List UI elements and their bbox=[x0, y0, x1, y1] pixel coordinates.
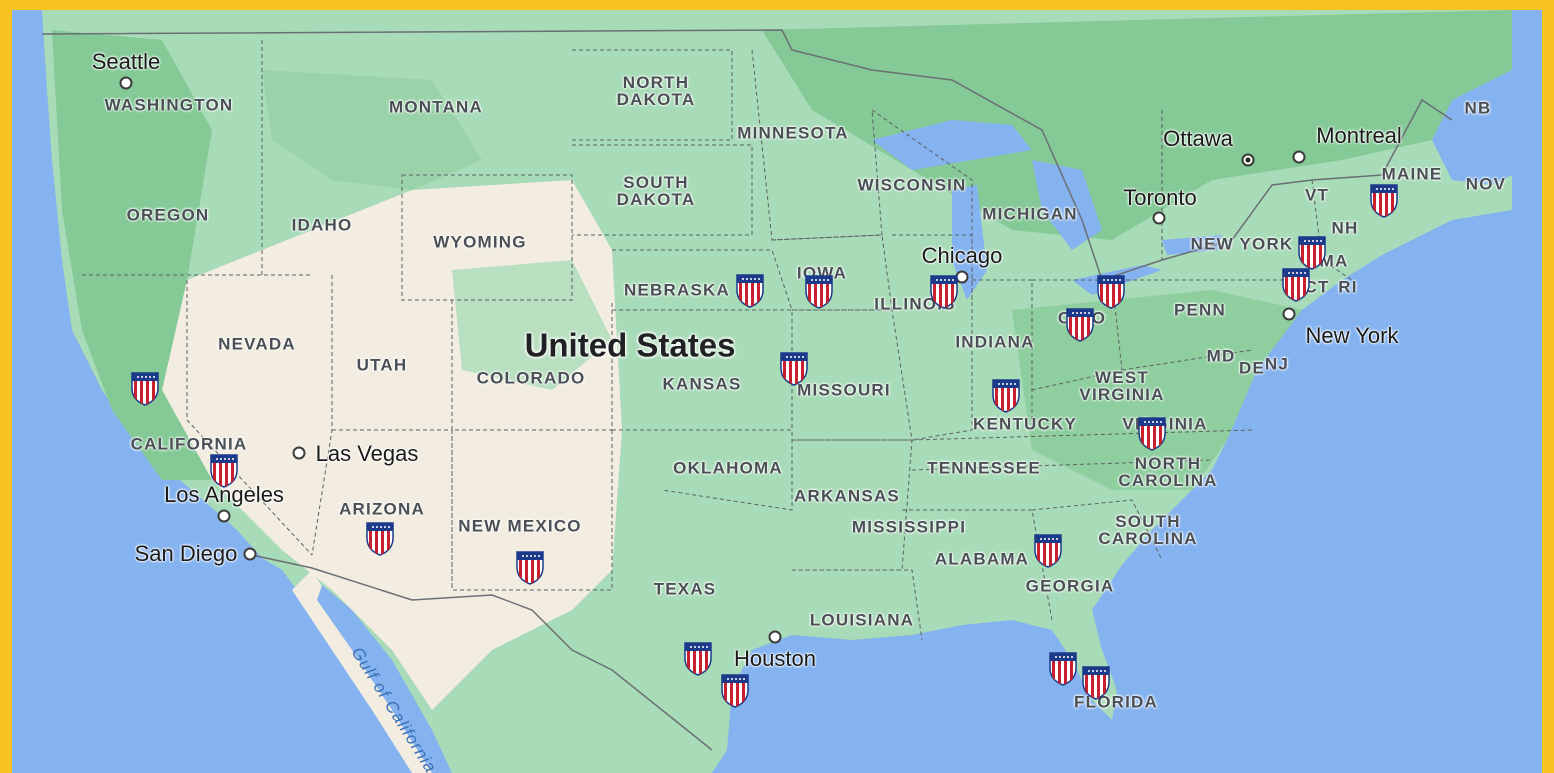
us-shield-icon[interactable] bbox=[1369, 182, 1399, 218]
us-shield-icon[interactable] bbox=[720, 672, 750, 708]
state-label-tennessee: TENNESSEE bbox=[927, 458, 1041, 478]
state-label-new-york: NEW YORK bbox=[1190, 234, 1294, 254]
state-label-north-carolina: NORTH CAROLINA bbox=[1118, 454, 1218, 490]
state-label-nebraska: NEBRASKA bbox=[624, 280, 730, 300]
us-shield-icon[interactable] bbox=[1033, 532, 1063, 568]
state-label-montana: MONTANA bbox=[388, 97, 484, 117]
state-label-missouri: MISSOURI bbox=[797, 380, 891, 400]
city-label-ottawa[interactable]: Ottawa bbox=[1163, 126, 1233, 151]
us-shield-icon[interactable] bbox=[804, 273, 834, 309]
us-shield-icon[interactable] bbox=[991, 377, 1021, 413]
state-label-indiana: INDIANA bbox=[955, 332, 1035, 352]
city-label-seattle[interactable]: Seattle bbox=[91, 49, 161, 74]
city-label-toronto[interactable]: Toronto bbox=[1123, 185, 1197, 210]
basemap bbox=[12, 10, 1542, 773]
state-label-new-mexico: NEW MEXICO bbox=[458, 516, 582, 536]
state-label-oklahoma: OKLAHOMA bbox=[673, 458, 783, 478]
state-label-california: CALIFORNIA bbox=[130, 434, 248, 454]
us-shield-icon[interactable] bbox=[1065, 306, 1095, 342]
us-shield-icon[interactable] bbox=[1096, 273, 1126, 309]
state-label-west-virginia: WEST VIRGINIA bbox=[1079, 368, 1165, 404]
us-shield-icon[interactable] bbox=[209, 452, 239, 488]
state-label-ri: RI bbox=[1338, 277, 1358, 297]
city-marker-los-angeles[interactable] bbox=[217, 509, 231, 523]
gulf-of-mexico bbox=[732, 625, 1102, 773]
us-shield-icon[interactable] bbox=[1081, 664, 1111, 700]
state-label-maine: MAINE bbox=[1381, 164, 1443, 184]
state-label-kansas: KANSAS bbox=[662, 374, 742, 394]
us-shield-icon[interactable] bbox=[779, 350, 809, 386]
state-label-south-dakota: SOUTH DAKOTA bbox=[616, 173, 696, 209]
city-label-new-york[interactable]: New York bbox=[1305, 323, 1399, 348]
state-label-wisconsin: WISCONSIN bbox=[857, 175, 967, 195]
us-shield-icon[interactable] bbox=[1281, 266, 1311, 302]
state-label-north-dakota: NORTH DAKOTA bbox=[616, 73, 696, 109]
state-label-mississippi: MISSISSIPPI bbox=[851, 517, 967, 537]
city-marker-las-vegas[interactable] bbox=[292, 446, 306, 460]
city-label-las-vegas[interactable]: Las Vegas bbox=[315, 441, 419, 466]
state-label-nov: NOV bbox=[1465, 174, 1507, 194]
city-label-san-diego[interactable]: San Diego bbox=[134, 541, 238, 566]
city-marker-ottawa[interactable] bbox=[1241, 153, 1255, 167]
lake-superior bbox=[872, 120, 1032, 170]
city-label-los-angeles[interactable]: Los Angeles bbox=[164, 482, 284, 507]
state-label-kentucky: KENTUCKY bbox=[972, 414, 1078, 434]
city-marker-montreal[interactable] bbox=[1292, 150, 1306, 164]
state-label-colorado: COLORADO bbox=[476, 368, 586, 388]
city-marker-new-york[interactable] bbox=[1282, 307, 1296, 321]
state-label-louisiana: LOUISIANA bbox=[809, 610, 915, 630]
us-shield-icon[interactable] bbox=[1137, 415, 1167, 451]
state-label-nb: NB bbox=[1464, 98, 1492, 118]
state-label-de: DE bbox=[1238, 358, 1266, 378]
state-label-nh: NH bbox=[1331, 218, 1359, 238]
state-label-vt: VT bbox=[1304, 185, 1330, 205]
us-shield-icon[interactable] bbox=[1048, 650, 1078, 686]
state-label-oregon: OREGON bbox=[126, 205, 210, 225]
state-label-nevada: NEVADA bbox=[218, 334, 296, 354]
us-shield-icon[interactable] bbox=[515, 549, 545, 585]
us-shield-icon[interactable] bbox=[683, 640, 713, 676]
state-label-ct: CT bbox=[1304, 277, 1330, 297]
state-label-nj: NJ bbox=[1264, 354, 1290, 374]
state-label-wyoming: WYOMING bbox=[433, 232, 527, 252]
state-label-south-carolina: SOUTH CAROLINA bbox=[1098, 512, 1198, 548]
state-label-texas: TEXAS bbox=[653, 579, 717, 599]
us-shield-icon[interactable] bbox=[365, 520, 395, 556]
us-shield-icon[interactable] bbox=[130, 370, 160, 406]
state-label-georgia: GEORGIA bbox=[1025, 576, 1115, 596]
state-label-minnesota: MINNESOTA bbox=[737, 123, 849, 143]
state-label-ma: MA bbox=[1319, 251, 1349, 271]
country-label-united-states: United States bbox=[524, 326, 736, 364]
us-shield-icon[interactable] bbox=[1297, 234, 1327, 270]
state-label-md: MD bbox=[1206, 346, 1236, 366]
state-label-arizona: ARIZONA bbox=[339, 499, 425, 519]
state-label-washington: WASHINGTON bbox=[104, 95, 234, 115]
us-shield-icon[interactable] bbox=[735, 272, 765, 308]
state-borders bbox=[82, 40, 1353, 641]
gulf-of-california-water bbox=[317, 585, 452, 773]
city-label-houston[interactable]: Houston bbox=[734, 646, 816, 671]
state-label-utah: UTAH bbox=[356, 355, 408, 375]
city-label-montreal[interactable]: Montreal bbox=[1316, 123, 1402, 148]
us-shield-icon[interactable] bbox=[929, 273, 959, 309]
city-marker-toronto[interactable] bbox=[1152, 211, 1166, 225]
map-canvas[interactable]: United States Gulf of California WASHING… bbox=[12, 10, 1542, 773]
city-marker-san-diego[interactable] bbox=[243, 547, 257, 561]
lake-ontario bbox=[1162, 235, 1222, 255]
city-label-chicago[interactable]: Chicago bbox=[921, 243, 1003, 268]
city-marker-seattle[interactable] bbox=[119, 76, 133, 90]
city-marker-houston[interactable] bbox=[768, 630, 782, 644]
state-label-michigan: MICHIGAN bbox=[982, 204, 1078, 224]
state-label-penn: PENN bbox=[1173, 300, 1227, 320]
state-label-idaho: IDAHO bbox=[291, 215, 353, 235]
state-label-arkansas: ARKANSAS bbox=[794, 486, 900, 506]
state-label-alabama: ALABAMA bbox=[934, 549, 1030, 569]
